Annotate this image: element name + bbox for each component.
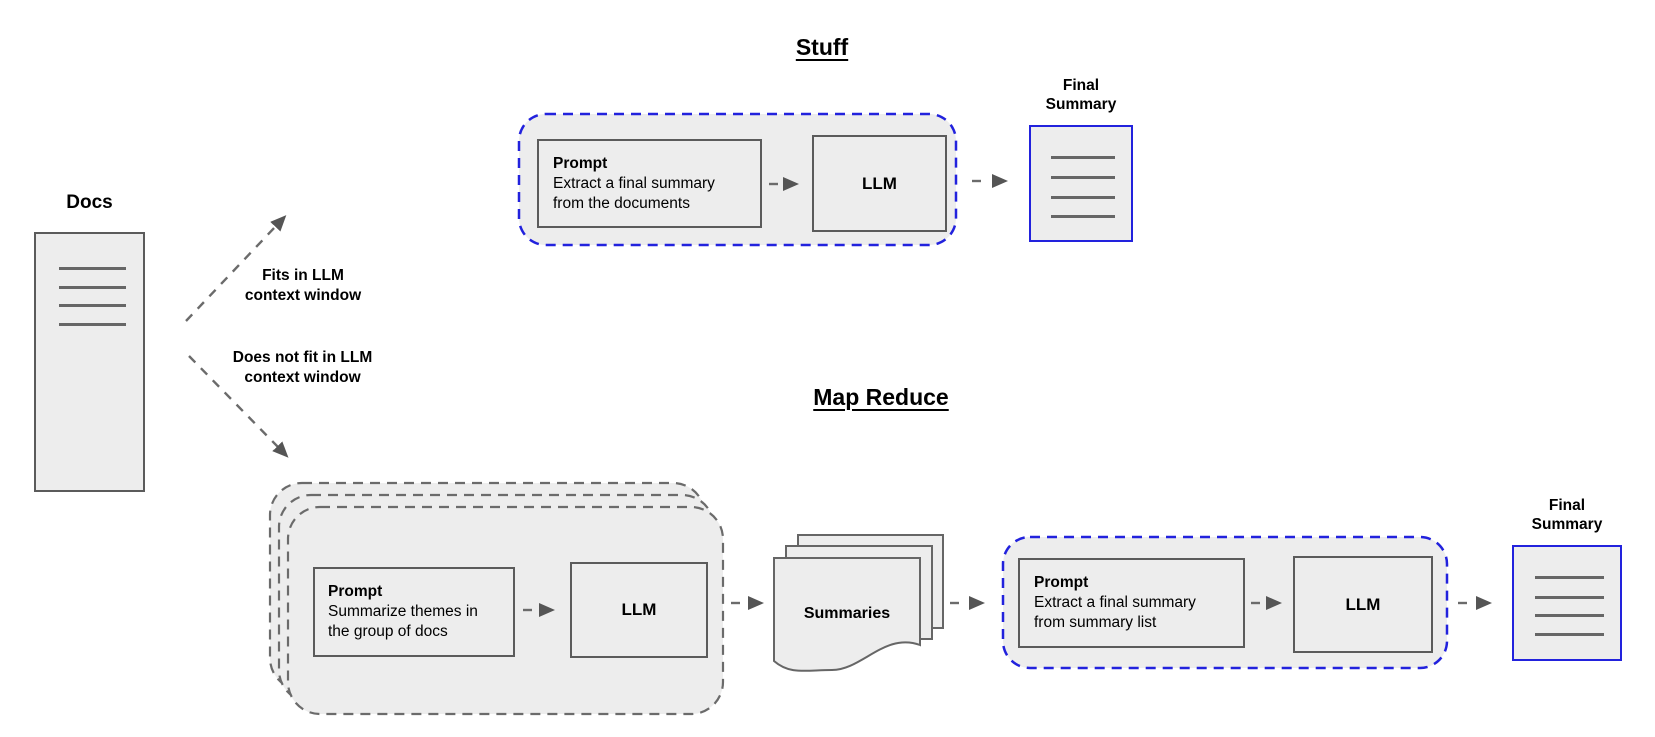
doc-text-line [1535,576,1604,579]
branch-fits-line1: Fits in LLM [262,267,344,284]
map-prompt-title: Prompt [328,583,383,600]
reduce-llm-box: LLM [1293,556,1433,653]
stuff-final-summary-doc [1029,125,1133,242]
doc-text-line [1535,633,1604,636]
summaries-label: Summaries [803,605,891,622]
doc-text-line [1535,614,1604,617]
stuff-final-summary-label: Final Summary [1029,76,1133,114]
doc-text-line [59,323,126,326]
stuff-final-line2: Summary [1045,96,1117,113]
doc-text-line [1051,215,1115,218]
doc-text-line [1051,196,1115,199]
map-llm-box: LLM [570,562,708,658]
branch-label-nofit: Does not fit in LLM context window [205,348,400,387]
reduce-prompt-box: Prompt Extract a final summary from summ… [1018,558,1245,648]
stuff-title: Stuff [795,34,849,60]
stuff-prompt-box: Prompt Extract a final summary from the … [537,139,762,228]
map-prompt-body: Summarize themes in the group of docs [328,603,478,640]
doc-text-line [1535,596,1604,599]
stuff-prompt-body: Extract a final summary from the documen… [553,175,715,212]
reduce-final-line1: Final [1548,497,1586,514]
summaries-page-front [773,557,921,672]
branch-label-fits: Fits in LLM context window [218,266,388,305]
doc-text-line [1051,156,1115,159]
branch-nofit-line2: context window [244,368,361,386]
branch-nofit-line1: Does not fit in LLM [232,349,373,366]
doc-text-line [59,267,126,270]
docs-label: Docs [66,192,113,213]
doc-text-line [59,286,126,289]
branch-fits-line2: context window [244,286,362,304]
stuff-llm-box: LLM [812,135,947,232]
reduce-final-line2: Summary [1531,516,1603,533]
doc-text-line [1051,176,1115,179]
reduce-prompt-title: Prompt [1034,574,1089,591]
stuff-final-line1: Final [1062,77,1100,94]
docs-document [34,232,145,492]
reduce-final-summary-doc [1512,545,1622,661]
reduce-final-summary-label: Final Summary [1512,496,1622,534]
map-prompt-box: Prompt Summarize themes in the group of … [313,567,515,657]
doc-text-line [59,304,126,307]
map-reduce-title: Map Reduce [813,384,949,410]
stuff-prompt-title: Prompt [553,155,608,172]
reduce-prompt-body: Extract a final summary from summary lis… [1034,594,1196,631]
